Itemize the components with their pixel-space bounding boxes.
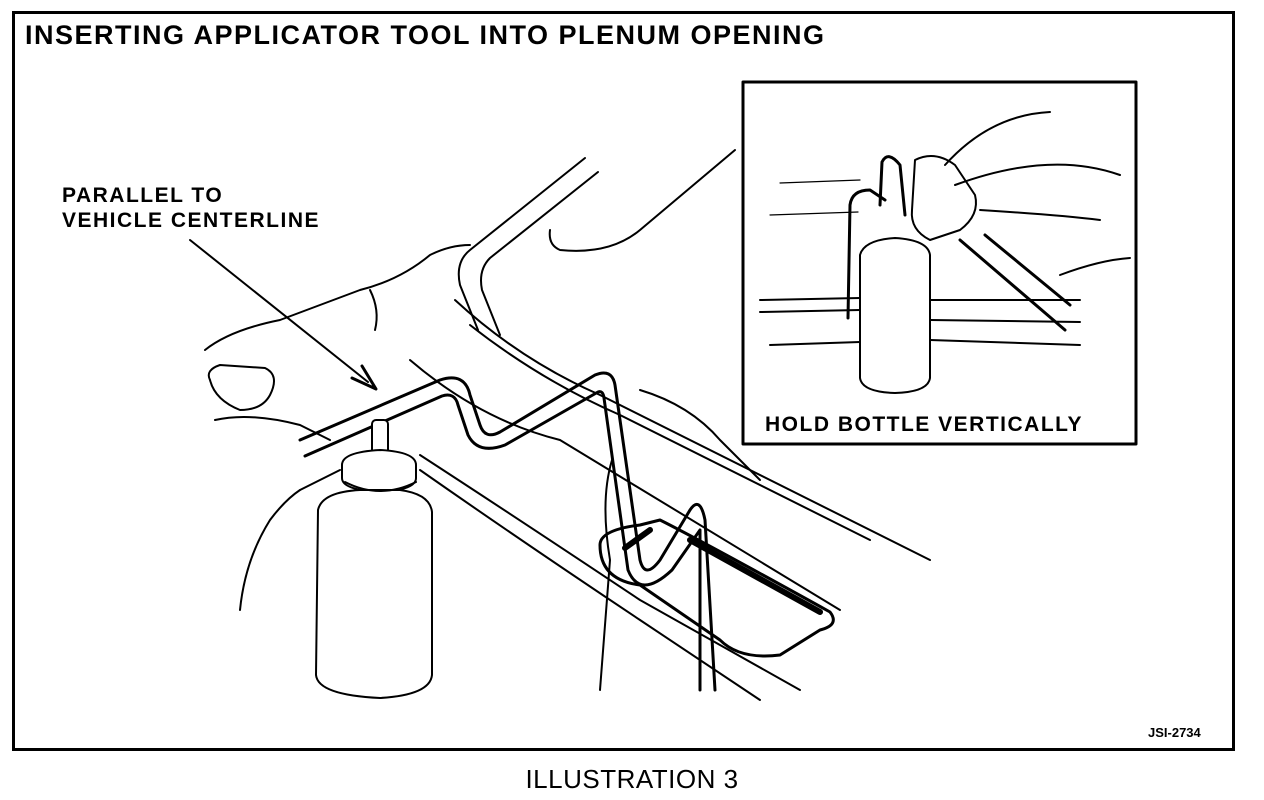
plenum-opening — [598, 518, 835, 658]
callout-line-2: VEHICLE CENTERLINE — [62, 209, 321, 232]
applicator-tube — [298, 371, 717, 692]
figure-caption: ILLUSTRATION 3 — [525, 764, 739, 794]
inset-box — [741, 80, 1138, 446]
bottle — [315, 419, 433, 699]
callout-line-1: PARALLEL TO — [62, 184, 224, 207]
inset-drawing — [759, 111, 1131, 394]
hand-outline — [204, 244, 471, 611]
inset-caption: HOLD BOTTLE VERTICALLY — [765, 413, 1084, 436]
vehicle-body-lines — [409, 149, 931, 701]
callout-label: PARALLEL TO VEHICLE CENTERLINE — [62, 183, 320, 233]
illustration-frame — [12, 11, 1235, 751]
illustration-title: INSERTING APPLICATOR TOOL INTO PLENUM OP… — [25, 20, 826, 50]
callout-arrow — [189, 239, 378, 391]
figure-code: JSI-2734 — [1148, 725, 1201, 740]
